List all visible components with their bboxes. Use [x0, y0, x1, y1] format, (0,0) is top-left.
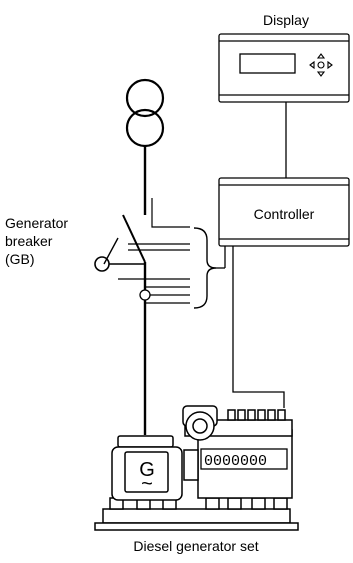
diesel-generator-set: [94, 405, 299, 531]
transformer-symbol: [125, 78, 165, 148]
generator-symbol: G: [139, 459, 155, 481]
controller-label: Controller: [254, 206, 315, 222]
display-screen: [239, 53, 296, 74]
breaker-label-line2: breaker: [5, 233, 53, 249]
genset-digit-strip: 0000000: [204, 453, 267, 470]
display-title: Display: [263, 12, 309, 28]
genset-digit-panel: [200, 448, 288, 470]
breaker-signal-wires: [118, 198, 190, 304]
controller-unit: [218, 177, 350, 247]
controller-engine-link: [232, 246, 285, 408]
generator-breaker: [94, 214, 146, 272]
breaker-label-line1: Generator: [5, 215, 68, 231]
display-unit: [218, 33, 350, 103]
genset-caption: Diesel generator set: [133, 538, 258, 554]
arrow-keypad-icon: [309, 53, 333, 77]
generator-wave-icon: ~: [141, 473, 153, 495]
wire-bundle-brace: [193, 227, 217, 309]
bundle-controller-link: [216, 246, 226, 269]
breaker-label-line3: (GB): [5, 251, 35, 267]
alternator: [111, 435, 183, 501]
current-transformer-icon: [139, 289, 151, 301]
